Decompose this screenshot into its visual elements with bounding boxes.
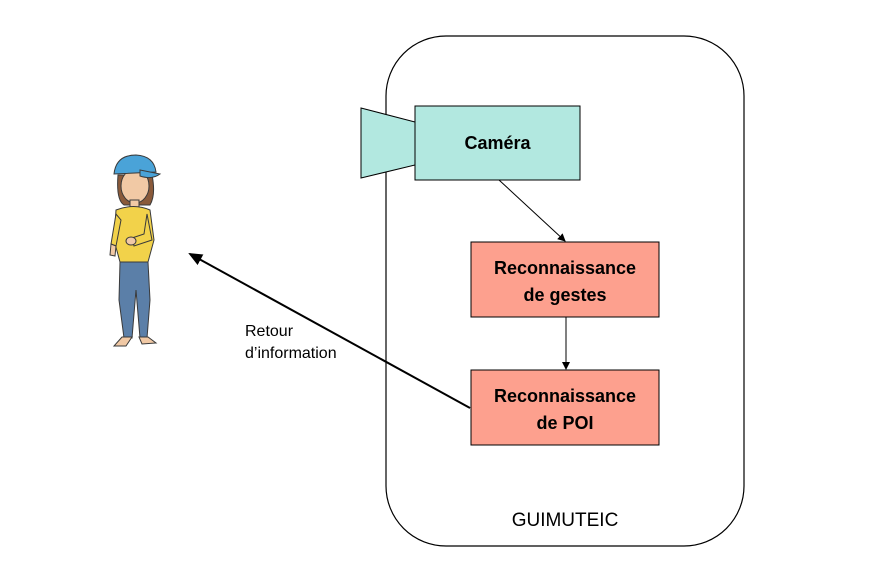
system-name: GUIMUTEIC: [512, 510, 619, 531]
feedback-arrow: [188, 253, 471, 409]
camera-box: [414, 105, 581, 181]
gesture-recognition-box: [470, 241, 660, 318]
gesture-recognition-label-line2: de gestes: [523, 285, 606, 305]
poi-recognition-label-line1: Reconnaissance: [494, 386, 636, 406]
poi-recognition-label-line2: de POI: [536, 413, 593, 433]
feedback-label-line2: d’information: [245, 345, 337, 362]
gesture-recognition-label-line1: Reconnaissance: [494, 258, 636, 278]
camera-node: Caméra: [360, 105, 581, 181]
poi-recognition-box: [470, 369, 660, 446]
gesture-recognition-node: Reconnaissance de gestes: [470, 241, 660, 318]
user-figure-icon: [109, 154, 162, 347]
camera-to-gesture-arrow: [498, 179, 566, 242]
poi-recognition-node: Reconnaissance de POI: [470, 369, 660, 446]
camera-label: Caméra: [464, 133, 531, 153]
feedback-label-line1: Retour: [245, 323, 294, 340]
